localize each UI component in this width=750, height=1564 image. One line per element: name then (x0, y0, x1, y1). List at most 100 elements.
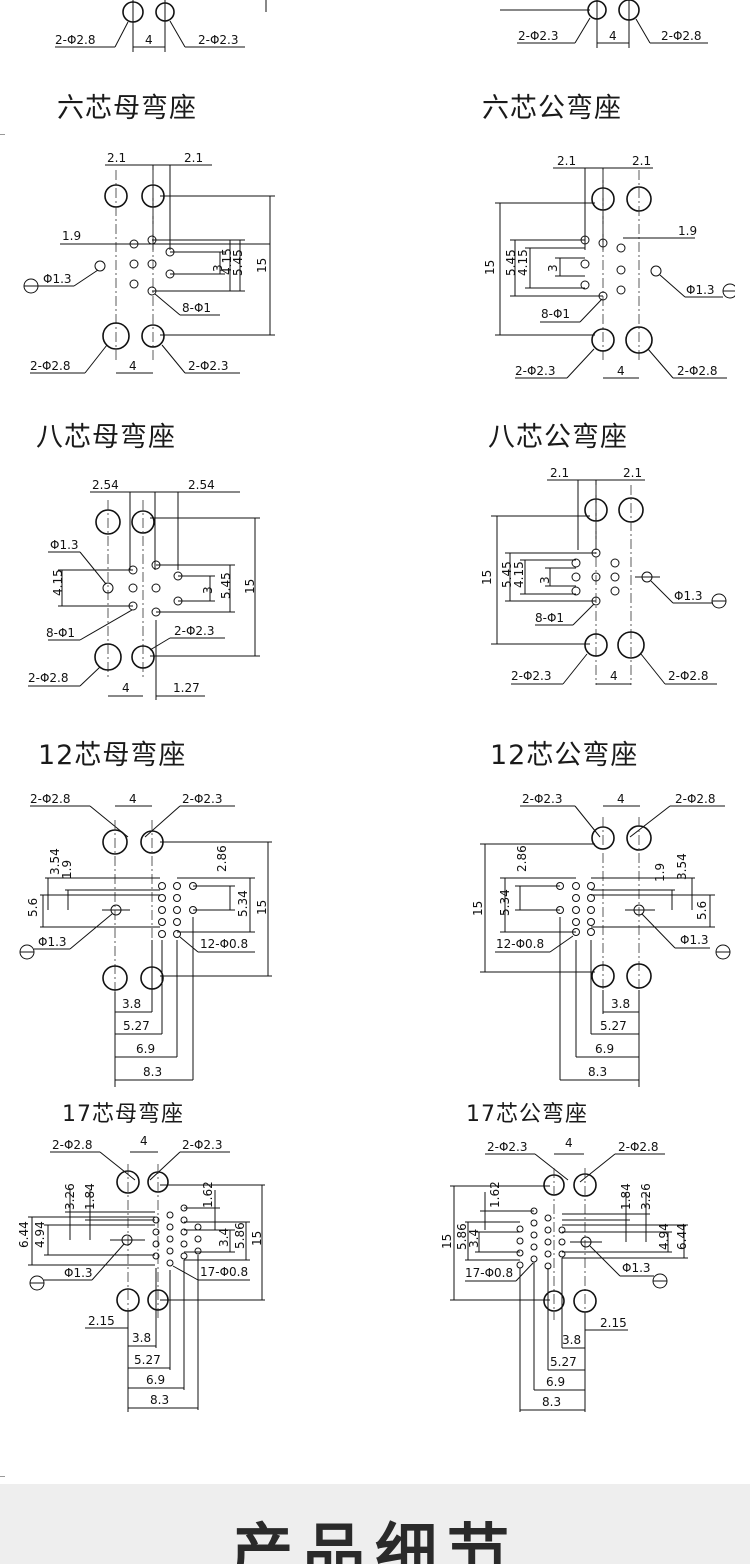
twelve-m-dim-10: 12-Φ0.8 (496, 937, 544, 951)
seventeen-male-drawing: 2-Φ2.3 4 2-Φ2.8 15 1.62 5.86 3.4 1.84 3.… (440, 1136, 689, 1412)
eight-f-dim-8: 2-Φ2.3 (174, 624, 215, 638)
six-m-dim-0: 2.1 (557, 154, 576, 168)
twelve-m-dim-3: 2.86 (515, 845, 529, 872)
title-six-female: 六芯母弯座 (57, 93, 197, 124)
seventeen-m-dim-12: Φ1.3 (622, 1261, 651, 1275)
seventeen-f-dim-14: 3.8 (132, 1331, 151, 1345)
twelve-f-dim-0: 2-Φ2.8 (30, 792, 71, 806)
seventeen-f-dim-9: 5.86 (233, 1222, 247, 1249)
seventeen-f-dim-10: 15 (250, 1231, 264, 1246)
eight-female-drawing: 2.54 2.54 15 Φ1.3 4.15 3 5.45 8-Φ1 2-Φ2.… (28, 478, 260, 700)
six-m-dim-6: 3 (546, 264, 560, 272)
six-f-dim-10: 4 (129, 359, 137, 373)
eight-m-dim-7: 8-Φ1 (535, 611, 564, 625)
product-details-section: 产品细节 (0, 1484, 750, 1564)
seventeen-m-dim-9: 4.94 (657, 1223, 671, 1250)
section-title: 产品细节 (230, 1516, 519, 1564)
seventeen-f-dim-17: 8.3 (150, 1393, 169, 1407)
seventeen-m-dim-0: 2-Φ2.3 (487, 1140, 528, 1154)
seventeen-m-dim-13: 2.15 (600, 1316, 627, 1330)
seventeen-m-dim-2: 2-Φ2.8 (618, 1140, 659, 1154)
top-right-drawing: 2-Φ2.3 4 2-Φ2.8 (500, 0, 708, 48)
six-m-dim-10: 4 (617, 364, 625, 378)
top-right-label-a: 2-Φ2.3 (518, 29, 559, 43)
six-female-drawing: 2.1 2.1 15 1.9 3 4.15 5.45 Φ1.3 8-Φ1 2-Φ… (23, 151, 275, 374)
seventeen-f-dim-15: 5.27 (134, 1353, 161, 1367)
twelve-f-dim-10: 12-Φ0.8 (200, 937, 248, 951)
twelve-f-dim-9: Φ1.3 (38, 935, 67, 949)
top-left-label-c: 2-Φ2.3 (198, 33, 239, 47)
twelve-f-dim-13: 6.9 (136, 1042, 155, 1056)
top-right-label-c: 2-Φ2.8 (661, 29, 702, 43)
title-seventeen-male: 17芯公弯座 (466, 1102, 588, 1127)
title-six-male: 六芯公弯座 (482, 93, 622, 124)
twelve-m-dim-13: 6.9 (595, 1042, 614, 1056)
seventeen-m-dim-4: 1.84 (619, 1183, 633, 1210)
title-twelve-male: 12芯公弯座 (490, 740, 639, 771)
twelve-f-dim-14: 8.3 (143, 1065, 162, 1079)
twelve-f-dim-11: 3.8 (122, 997, 141, 1011)
eight-f-dim-4: 3 (201, 586, 215, 594)
twelve-f-dim-7: 5.34 (236, 890, 250, 917)
seventeen-female-drawing: 2-Φ2.8 4 2-Φ2.3 15 3.26 1.84 6.44 4.94 1… (17, 1134, 265, 1412)
eight-m-dim-4: 4.15 (512, 561, 526, 588)
twelve-f-dim-3: 3.54 (48, 848, 62, 875)
eight-m-dim-1: 2.1 (623, 466, 642, 480)
top-left-drawing: 2-Φ2.8 4 2-Φ2.3 (55, 0, 267, 52)
six-f-dim-4: 4.15 (220, 248, 234, 275)
eight-m-dim-0: 2.1 (550, 466, 569, 480)
seventeen-m-dim-17: 8.3 (542, 1395, 561, 1409)
seventeen-m-dim-6: 15 (440, 1234, 454, 1249)
six-m-dim-5: 4.15 (516, 249, 530, 276)
six-m-dim-4: 5.45 (504, 249, 518, 276)
six-f-dim-11: 2-Φ2.3 (188, 359, 229, 373)
seventeen-m-dim-11: 17-Φ0.8 (465, 1266, 513, 1280)
eight-f-dim-6: 15 (243, 579, 257, 594)
title-eight-female: 八芯母弯座 (36, 422, 176, 453)
eight-f-dim-0: 2.54 (92, 478, 119, 492)
eight-f-dim-1: 2.54 (188, 478, 215, 492)
eight-m-dim-5: 3 (538, 576, 552, 584)
six-f-dim-5: 5.45 (231, 249, 245, 276)
six-male-drawing: 2.1 2.1 15 1.9 5.45 4.15 3 Φ1.3 8-Φ1 2-Φ… (483, 154, 735, 379)
seventeen-m-dim-1: 4 (565, 1136, 573, 1150)
eight-m-dim-8: 2-Φ2.3 (511, 669, 552, 683)
eight-m-dim-6: Φ1.3 (674, 589, 703, 603)
eight-m-dim-2: 15 (480, 570, 494, 585)
left-edge-marker (0, 134, 5, 135)
twelve-m-dim-8: 5.6 (695, 901, 709, 920)
twelve-m-dim-12: 5.27 (600, 1019, 627, 1033)
twelve-m-dim-6: 1.9 (653, 863, 667, 882)
twelve-m-dim-0: 2-Φ2.3 (522, 792, 563, 806)
seventeen-m-dim-3: 1.62 (488, 1181, 502, 1208)
six-m-dim-3: 15 (483, 260, 497, 275)
top-partial-drawing: 2-Φ2.8 4 2-Φ2.3 2-Φ2.3 4 2-Φ2.8 (55, 0, 708, 52)
eight-f-dim-10: 4 (122, 681, 130, 695)
eight-f-dim-3: 4.15 (51, 569, 65, 596)
twelve-f-dim-2: 2-Φ2.3 (182, 792, 223, 806)
top-left-label-b: 4 (145, 33, 153, 47)
six-f-dim-6: 15 (255, 258, 269, 273)
seventeen-f-dim-6: 6.44 (17, 1221, 31, 1248)
twelve-m-dim-4: 15 (471, 901, 485, 916)
eight-f-dim-5: 5.45 (219, 572, 233, 599)
title-twelve-female: 12芯母弯座 (38, 740, 187, 771)
seventeen-f-dim-11: Φ1.3 (64, 1266, 93, 1280)
eight-male-drawing: 2.1 2.1 15 5.45 4.15 3 Φ1.3 8-Φ1 2-Φ2.3 … (480, 466, 727, 685)
twelve-f-dim-1: 4 (129, 792, 137, 806)
title-seventeen-female: 17芯母弯座 (62, 1102, 184, 1127)
twelve-f-dim-4: 1.9 (60, 860, 74, 879)
twelve-f-dim-5: 5.6 (26, 898, 40, 917)
seventeen-f-dim-4: 1.84 (83, 1183, 97, 1210)
top-left-label-a: 2-Φ2.8 (55, 33, 96, 47)
seventeen-f-dim-0: 2-Φ2.8 (52, 1138, 93, 1152)
twelve-m-dim-7: 3.54 (675, 853, 689, 880)
twelve-f-dim-6: 2.86 (215, 845, 229, 872)
six-m-dim-8: 8-Φ1 (541, 307, 570, 321)
eight-m-dim-3: 5.45 (500, 561, 514, 588)
twelve-m-dim-14: 8.3 (588, 1065, 607, 1079)
seventeen-m-dim-10: 6.44 (675, 1223, 689, 1250)
seventeen-f-dim-1: 4 (140, 1134, 148, 1148)
eight-f-dim-2: Φ1.3 (50, 538, 79, 552)
eight-f-dim-11: 1.27 (173, 681, 200, 695)
